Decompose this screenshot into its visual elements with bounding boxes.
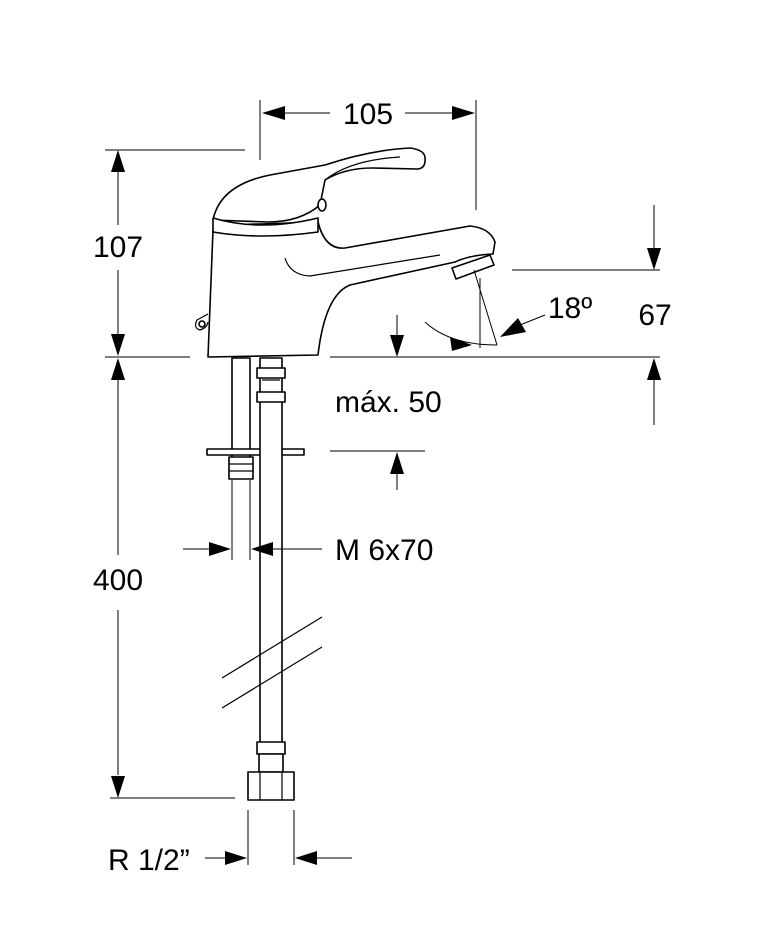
arrow-right — [452, 106, 475, 120]
dimension-thread: R 1/2” — [108, 810, 352, 877]
hose-length-label: 400 — [93, 564, 143, 597]
dimension-stud: M 6x70 — [183, 480, 433, 567]
arrow-up — [111, 358, 125, 380]
dimension-height: 107 — [93, 149, 245, 358]
mounting-stud — [206, 357, 305, 480]
width-label: 105 — [343, 98, 393, 131]
arrow-down — [111, 776, 125, 798]
arrow-right — [225, 851, 247, 865]
angle-label: 18º — [548, 292, 592, 325]
arrow-left — [500, 318, 526, 337]
faucet-body — [194, 147, 496, 358]
thread-label: R 1/2” — [108, 844, 190, 877]
flexible-hose — [221, 357, 323, 801]
arrow-down — [647, 248, 661, 270]
arrow-right — [450, 337, 472, 351]
arrow-up — [647, 358, 661, 380]
arrow-down — [390, 335, 404, 357]
arrow-up — [111, 150, 125, 172]
arrow-up — [390, 452, 404, 474]
dimension-spout-height: 67 — [512, 205, 672, 425]
max-counter-label: máx. 50 — [335, 386, 442, 419]
arrow-down — [111, 334, 125, 356]
height-label: 107 — [93, 231, 143, 264]
dimension-max-counter: máx. 50 — [330, 315, 442, 490]
dimension-angle: 18º — [424, 269, 592, 351]
arrow-left — [262, 106, 285, 120]
dimension-hose-length: 400 — [93, 358, 235, 799]
arrow-right — [209, 542, 231, 556]
arrow-left — [251, 542, 273, 556]
dimension-width: 105 — [259, 98, 477, 210]
stud-label: M 6x70 — [335, 534, 433, 567]
spout-height-label: 67 — [638, 299, 671, 332]
arrow-left — [295, 851, 317, 865]
